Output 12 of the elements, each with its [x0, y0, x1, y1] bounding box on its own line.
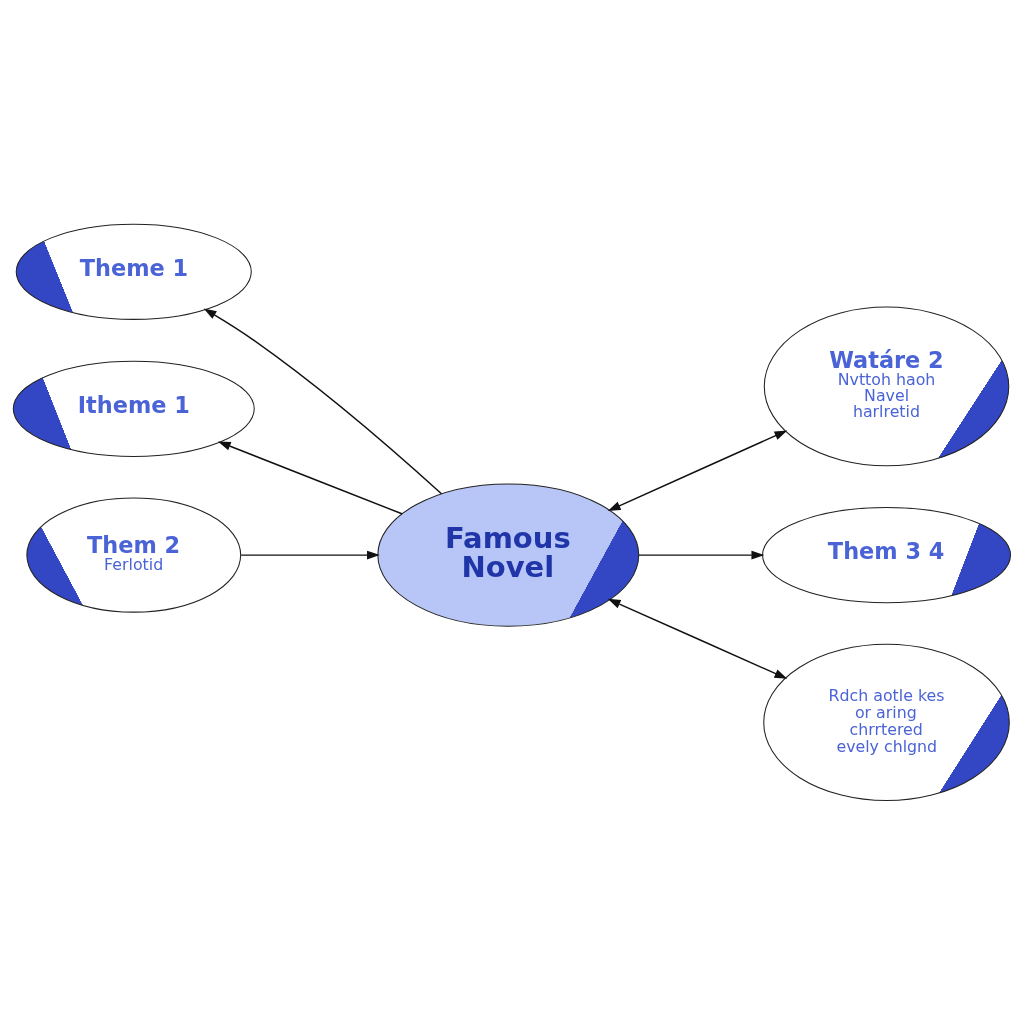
arrow	[217, 440, 403, 514]
arrow	[240, 550, 380, 560]
arrow	[607, 429, 788, 511]
arrow	[607, 598, 788, 679]
node-ellipse: Watáre 2 Nvttoh haoh Navel harlretid	[763, 306, 1010, 466]
node-ellipse: Famous Novel	[377, 482, 640, 627]
node-ellipse: Them 2 Ferlotid	[26, 497, 242, 613]
arrow	[638, 550, 765, 560]
node-ellipse: Rdch aotle kes or aring chrrtered evely chlgnd	[763, 643, 1010, 801]
node-ellipse: Them 3 4	[762, 506, 1012, 603]
node-ellipse: Itheme 1	[12, 360, 255, 457]
arrow	[203, 307, 443, 494]
